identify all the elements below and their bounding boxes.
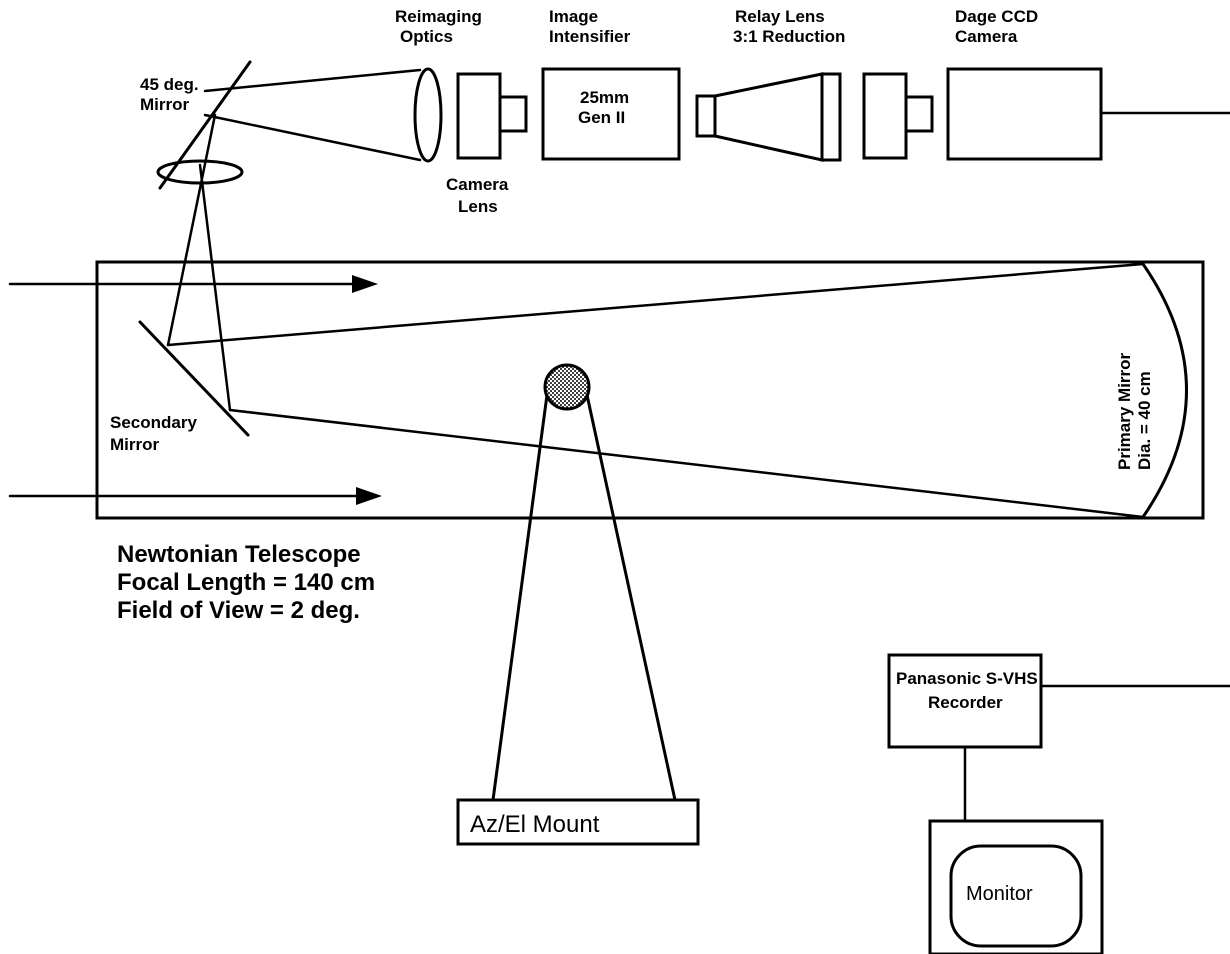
reimaging-optics-label: Reimaging Optics: [395, 7, 487, 46]
telescope-tube: [95, 260, 1205, 520]
incoming-light-arrow-bottom: [8, 487, 382, 505]
monitor-label: Monitor: [966, 883, 1033, 905]
mount-leg-right: [585, 393, 677, 802]
primary-mirror: [1141, 262, 1188, 519]
mount-leg-left: [491, 393, 549, 802]
monitor-screen: [949, 844, 1083, 948]
mirror-45-deg: [158, 60, 252, 190]
image-intensifier-label: Image Intensifier: [549, 7, 631, 46]
image-intensifier-box: [541, 67, 681, 161]
relay-lens-label: Relay Lens 3:1 Reduction: [733, 7, 845, 46]
ccd-adapter: [862, 72, 934, 160]
recorder-label: Panasonic S-VHS Recorder: [896, 669, 1042, 712]
secondary-mirror-label: Secondary Mirror: [110, 413, 202, 454]
mount-pivot: [543, 363, 591, 411]
light-rays: [166, 68, 1145, 519]
primary-mirror-label: Primary Mirror Dia. = 40 cm: [1115, 348, 1154, 470]
mirror-45-label: 45 deg. Mirror: [140, 75, 203, 114]
camera-lens-label: Camera Lens: [446, 175, 513, 216]
relay-lens: [695, 72, 842, 162]
telescope-specs-label: Newtonian Telescope Focal Length = 140 c…: [117, 541, 382, 624]
recorder-box: [887, 653, 1043, 749]
ccd-camera-box: [946, 67, 1103, 161]
field-lens: [156, 159, 244, 185]
incoming-light-arrow-top: [8, 275, 378, 293]
mount-label: Az/El Mount: [470, 811, 600, 838]
camera-lens: [456, 72, 528, 160]
secondary-mirror: [138, 320, 250, 437]
monitor-box: [928, 819, 1104, 954]
az-el-mount-box: [456, 798, 700, 846]
intensifier-spec-label: 25mm Gen II: [578, 88, 634, 127]
ccd-camera-label: Dage CCD Camera: [955, 7, 1043, 46]
reimaging-lens: [413, 67, 443, 163]
